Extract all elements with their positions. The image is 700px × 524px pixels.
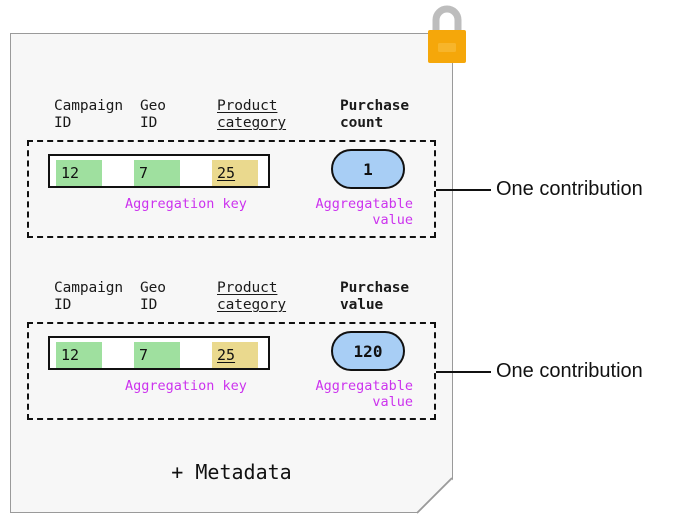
column-header-campaign-id: Campaign ID <box>54 98 124 131</box>
aggregatable-value-pill-2: 120 <box>331 331 405 371</box>
caption-aggregation-key-2: Aggregation key <box>125 378 247 394</box>
contribution-outline-2: 12 7 25 120 Aggregation key Aggregatable… <box>27 322 436 420</box>
aggregatable-value-text-1: 1 <box>363 159 373 179</box>
key-cell-geo-id-2: 7 <box>134 342 180 368</box>
leader-line-contribution-2 <box>436 371 491 373</box>
caption-aggregatable-value-2: Aggregatable value <box>315 378 413 410</box>
key-cell-product-category-value-1: 25 <box>217 164 236 182</box>
key-cell-geo-id-1: 7 <box>134 160 180 186</box>
key-cell-product-category-1: 25 <box>212 160 258 186</box>
column-header-campaign-id-2: Campaign ID <box>54 280 124 313</box>
metadata-label: + Metadata <box>171 460 292 484</box>
key-cell-product-category-value-2: 25 <box>217 346 236 364</box>
leader-line-contribution-1 <box>436 189 491 191</box>
aggregatable-value-pill-1: 1 <box>331 149 405 189</box>
annotation-label-contribution-1: One contribution <box>496 178 643 200</box>
contribution-outline-1: 12 7 25 1 Aggregation key Aggregatable v… <box>27 140 436 238</box>
padlock-icon <box>428 5 466 63</box>
key-cell-campaign-id-2: 12 <box>56 342 102 368</box>
column-header-product-category-2: Product category <box>217 280 287 313</box>
key-cell-campaign-id-value-1: 12 <box>61 164 80 182</box>
caption-aggregatable-value-1: Aggregatable value <box>315 196 413 228</box>
key-cell-campaign-id-1: 12 <box>56 160 102 186</box>
column-header-product-category: Product category <box>217 98 287 131</box>
column-headers-1: Campaign ID Geo ID Product category Purc… <box>27 98 436 140</box>
column-header-geo-id: Geo ID <box>140 98 166 131</box>
aggregation-key-box-1: 12 7 25 <box>48 154 270 188</box>
contribution-block-2: Campaign ID Geo ID Product category Purc… <box>27 280 436 420</box>
column-headers-2: Campaign ID Geo ID Product category Purc… <box>27 280 436 322</box>
key-cell-campaign-id-value-2: 12 <box>61 346 80 364</box>
aggregation-key-box-2: 12 7 25 <box>48 336 270 370</box>
caption-aggregation-key-1: Aggregation key <box>125 196 247 212</box>
key-cell-geo-id-value-1: 7 <box>139 164 149 182</box>
contribution-block-1: Campaign ID Geo ID Product category Purc… <box>27 98 436 238</box>
key-cell-product-category-2: 25 <box>212 342 258 368</box>
key-cell-geo-id-value-2: 7 <box>139 346 149 364</box>
column-header-geo-id-2: Geo ID <box>140 280 166 313</box>
annotation-label-contribution-2: One contribution <box>496 360 643 382</box>
column-header-purchase-count: Purchase count <box>340 98 410 131</box>
aggregatable-value-text-2: 120 <box>353 341 383 361</box>
report-card <box>10 33 453 513</box>
column-header-purchase-value: Purchase value <box>340 280 410 313</box>
